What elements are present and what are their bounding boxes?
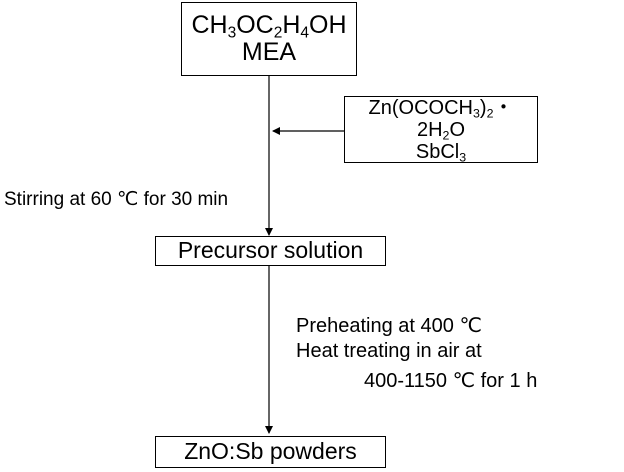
formula-subscript: 3 <box>459 150 467 165</box>
formula-part: CH <box>191 10 228 39</box>
formula-part: Zn(OCOCH <box>368 96 473 119</box>
preheating-step-label: Preheating at 400 ℃ <box>296 315 482 337</box>
heat-treating-range-label: 400-1150 ℃ for 1 h <box>364 370 538 392</box>
formula-part: OC <box>236 10 274 39</box>
salts-line2: SbCl3 <box>415 140 467 165</box>
formula-subscript: 3 <box>472 106 480 121</box>
solvent-box: CH3OC2H4OH MEA <box>181 2 357 76</box>
formula-subscript: 2 <box>486 106 494 121</box>
formula-part: O <box>449 118 466 141</box>
precursor-box: Precursor solution <box>155 236 386 266</box>
formula-part: SbCl <box>415 140 460 163</box>
formula-subscript: 3 <box>227 24 237 42</box>
stirring-step-label: Stirring at 60 ℃ for 30 min <box>4 189 229 210</box>
solvent-formula: CH3OC2H4OH <box>191 10 347 42</box>
solvent-line2: MEA <box>241 38 297 66</box>
salts-box: Zn(OCOCH3)2・2H2O SbCl3 <box>344 96 538 163</box>
formula-part: OH <box>309 10 347 39</box>
formula-part: ・2H <box>416 96 514 141</box>
salts-formula: Zn(OCOCH3)2・2H2O <box>345 96 537 143</box>
heat-treating-step-label: Heat treating in air at <box>296 340 482 362</box>
formula-subscript: 4 <box>300 24 310 42</box>
formula-part: ) <box>479 96 487 119</box>
precursor-label: Precursor solution <box>177 237 364 264</box>
formula-subscript: 2 <box>273 24 283 42</box>
product-label: ZnO:Sb powders <box>184 438 357 465</box>
formula-part: H <box>282 10 301 39</box>
product-box: ZnO:Sb powders <box>155 436 386 468</box>
formula-subscript: 2 <box>442 128 450 143</box>
